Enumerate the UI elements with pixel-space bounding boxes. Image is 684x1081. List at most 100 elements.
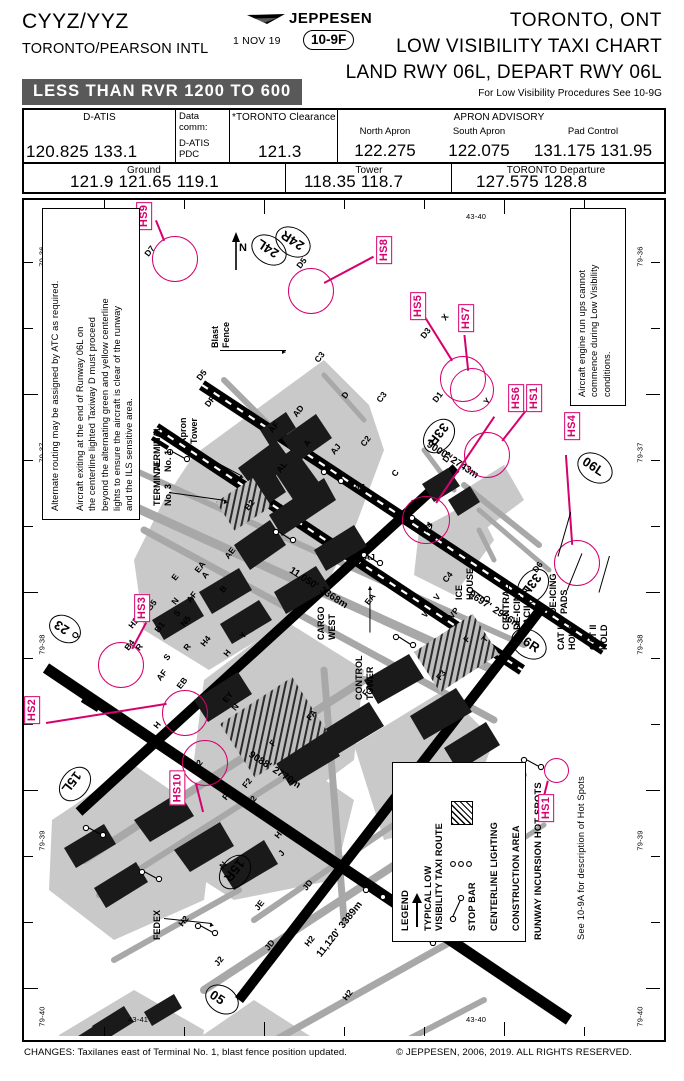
airport-diagram[interactable]: 79-36 79-37 79-38 79-39 79-40 79-36 79-3… [22,198,666,1042]
taxiway-label-E2: AJ [354,482,365,492]
comm-cell-ground: Ground 121.9 121.65 119.1 [24,164,286,192]
leader-arrow-blast-fence [282,350,286,354]
hotspot-legend-reference: See 10-9A for description of Hot Spots [576,776,586,940]
comm-label-datacomm-2: D-ATIS PDC [179,138,210,160]
comm-label-datis: D-ATIS [83,112,116,123]
comm-cell-departure: TORONTO Departure 127.575 128.8 [452,164,660,192]
annotation-cat3-hold: CAT III HOLD [556,622,577,650]
comm-freq-clearance: 121.3 [258,142,302,161]
comm-label-apron-advisory: APRON ADVISORY [453,112,545,123]
construction-areas [216,478,499,778]
map-canvas: 79-36 79-37 79-38 79-39 79-40 79-36 79-3… [24,200,660,1036]
chart-title-note: For Low Visibility Procedures See 10-9G [478,88,662,99]
grid-label: 79-40 [635,1006,645,1027]
ruler-tick [184,1027,186,1036]
ruler-tick [24,856,33,858]
centerline-lighting-icon [450,861,472,867]
runway-15L-33R [75,464,460,816]
legend-item-label-taxi-route: TYPICAL LOW VISIBILITY TAXI ROUTE [423,823,444,931]
hotspot-label-HS2[interactable]: HS2 [24,695,41,725]
legend-box: LEGEND TYPICAL LOW VISIBILITY TAXI ROUTE… [392,762,526,942]
grid-label: 43-41 [128,1015,149,1024]
ruler-tick [584,200,586,209]
annotation-cargo-west: CARGO WEST [316,606,337,641]
legend-item-label-stop-bar: STOP BAR [467,882,477,931]
rvr-banner: LESS THAN RVR 1200 TO 600 [22,79,303,105]
hotspot-label-HS1[interactable]: HS1 [526,383,543,413]
ruler-tick [651,658,660,660]
hotspot-circle-hs4 [554,540,600,586]
ruler-tick [504,200,506,214]
legend-item-label-centerline: CENTERLINE LIGHTING [489,822,499,931]
chart-index-number: 10-9F [303,30,355,50]
ruler-tick [24,592,38,594]
engine-runup-note-box: Aircraft engine run ups cannot commence … [570,208,626,406]
ruler-tick [646,790,660,792]
annotation-central-de-icing-facility: CENTRAL DE-ICING FACILITY [501,584,533,630]
comm-cell-datacomm: Data comm: D-ATIS PDC [176,110,230,162]
hotspot-legend-sample[interactable]: HS1 [538,793,555,823]
ruler-tick [24,328,33,330]
city-name: TORONTO, ONT [509,10,662,31]
grid-label: 79-36 [635,246,645,267]
comm-label-datacomm: Data comm: [179,111,208,133]
taxi-route-arrow-icon [412,893,422,927]
comm-freq-pad-control: 131.175 131.95 [533,141,653,160]
comm-label-south-apron: South Apron [452,126,506,137]
ruler-tick [24,658,33,660]
ruler-tick [104,1027,106,1036]
ruler-tick [651,856,660,858]
leader-blast-fence [220,350,286,352]
ruler-tick [504,1022,506,1036]
annotation-blast-fence: Blast Fence [210,321,231,348]
runway-15R-33L [235,601,548,1004]
ruler-tick [646,592,660,594]
comm-subcell-south-apron: South Apron 122.075 [432,126,526,161]
ruler-tick [104,200,106,209]
comm-freq-north-apron: 122.275 [354,141,416,160]
ruler-tick [24,460,33,462]
comm-label-clearance: *TORONTO Clearance [232,112,336,123]
annotation-fedex: FEDEX [152,909,162,940]
comm-row-1: D-ATIS 120.825 133.1 Data comm: D-ATIS P… [24,110,664,162]
grid-label: 79-38 [635,634,645,655]
ruler-tick [24,724,33,726]
chart-title-line1: LOW VISIBILITY TAXI CHART [396,36,662,57]
comm-row-2: Ground 121.9 121.65 119.1 Tower 118.35 1… [24,162,664,192]
hotspot-label-HS10[interactable]: HS10 [169,770,186,806]
comm-cell-datis: D-ATIS 120.825 133.1 [24,110,176,162]
stop-bars-and-lights [82,448,545,947]
ruler-tick [24,922,33,924]
hotspot-circle-hs9 [152,236,198,282]
ruler-tick [344,1027,346,1036]
ruler-tick [651,328,660,330]
hotspot-label-HS8[interactable]: HS8 [376,235,393,265]
comm-freq-tower: 118.35 118.7 [304,172,404,191]
comm-freq-departure: 127.575 128.8 [476,172,588,191]
hotspot-label-HS3[interactable]: HS3 [134,593,151,623]
comm-cell-apron-advisory: APRON ADVISORY North Apron 122.275 South… [338,110,660,162]
ruler-tick [651,922,660,924]
hotspot-circle-hs7 [450,368,494,412]
ruler-tick [24,262,33,264]
comm-label-departure: TORONTO Departure [506,165,606,176]
hotspot-label-HS7[interactable]: HS7 [458,303,475,333]
ruler-tick [651,460,660,462]
hotspot-label-HS5[interactable]: HS5 [410,291,427,321]
hotspot-label-HS6[interactable]: HS6 [508,383,525,413]
chart-title-line2: LAND RWY 06L, DEPART RWY 06L [345,62,662,83]
annotation-ice-house: ICE HOUSE [454,567,475,600]
engine-runup-note-text: Aircraft engine run ups cannot commence … [577,264,612,397]
ruler-tick [24,988,38,990]
grid-label: 43-40 [466,212,487,221]
hotspot-label-HS4[interactable]: HS4 [564,411,581,441]
copyright-note: © JEPPESEN, 2006, 2019. ALL RIGHTS RESER… [396,1047,632,1058]
ruler-tick [24,394,38,396]
changes-note: CHANGES: Taxilanes east of Terminal No. … [24,1047,348,1058]
comm-label-tower: Tower [355,165,383,176]
revision-date: 1 NOV 19 [233,35,281,47]
ruler-tick [264,200,266,214]
ruler-tick [344,200,346,209]
comm-label-north-apron: North Apron [359,126,411,137]
legend-title: LEGEND [400,889,411,931]
